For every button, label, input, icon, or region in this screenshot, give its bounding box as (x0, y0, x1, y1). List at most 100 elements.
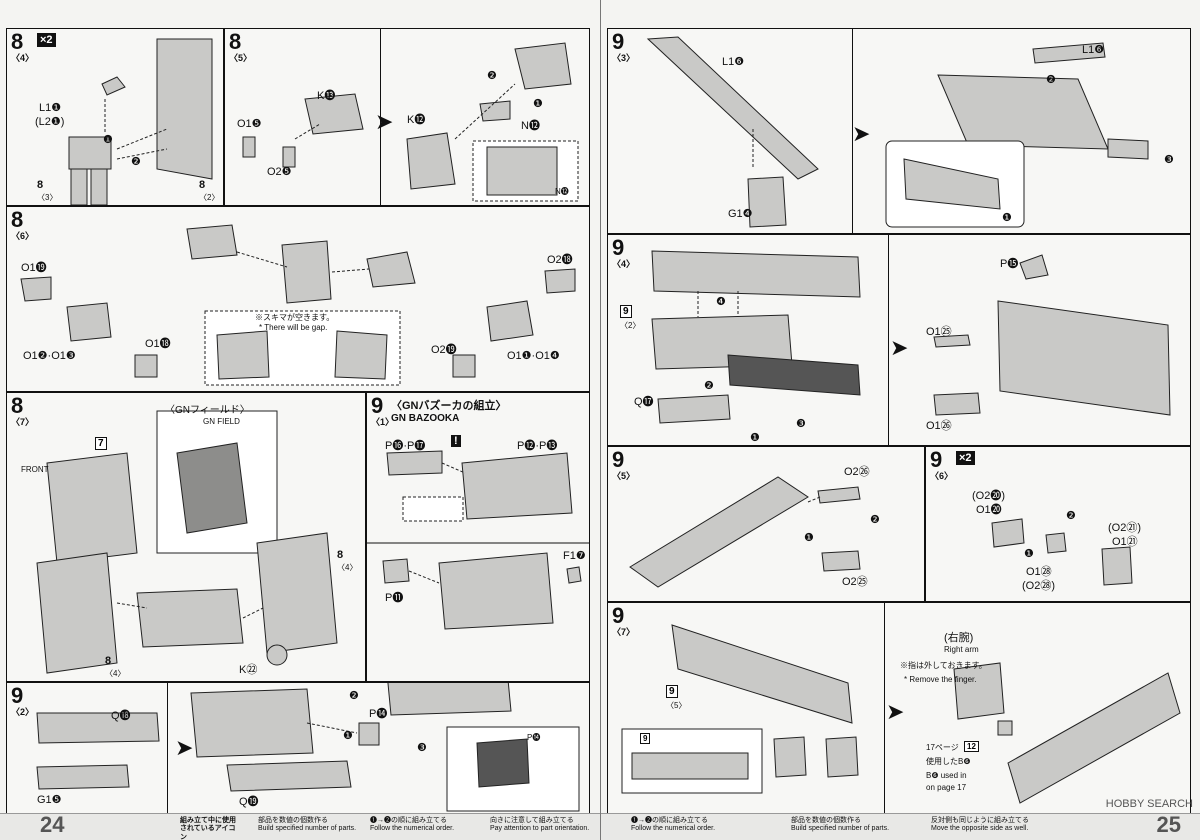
part-label: O1㉘ (1026, 566, 1052, 578)
step-ref-sub: 〈3〉 (37, 193, 58, 202)
section-title-en: GN BAZOOKA (391, 413, 460, 424)
part-label: F1❼ (563, 550, 586, 562)
step-ref: 8 (37, 179, 44, 191)
part-label: O1⓲ (145, 338, 171, 350)
used-part-page: on page 17 (926, 783, 967, 792)
step-9-2-panel: 9〈2〉 ➤ Q⓲ G1❺ Q⓳ P⓮ P⓮ ❶ ❷ ❸ (6, 682, 590, 814)
part-label: L1❻ (1082, 44, 1105, 56)
quantity-x2-badge: ×2 (956, 451, 975, 465)
part-label: P⓯ (1000, 258, 1019, 270)
step-8-7-panel: 8〈7〉 〈GNフィールド〉 GN FIELD 7 FRONT 8 〈4〉 8 … (6, 392, 366, 682)
part-label: O1❷·O1❸ (23, 350, 76, 362)
order-number: ❷ (704, 380, 714, 392)
part-label: Q⓲ (111, 710, 131, 722)
part-label: L1❻ (722, 56, 745, 68)
step-8-7-illustration (36, 410, 338, 674)
part-label: (O2㉑) (1108, 522, 1141, 534)
part-label: (O2⓴) (972, 490, 1005, 502)
step-number: 9〈2〉 (11, 683, 35, 717)
part-label: P⓫ (385, 592, 404, 604)
step-ref: 7 (95, 437, 107, 450)
finger-note-en: * Remove the finger. (904, 675, 977, 684)
order-number: ❶ (1024, 548, 1034, 560)
step-number: 8〈7〉 (11, 393, 35, 427)
panel-divider (884, 603, 885, 813)
step-8-6-illustration (20, 224, 576, 386)
part-label: K⓭ (317, 90, 336, 102)
used-part-jp: 使用したB❻ (926, 757, 971, 766)
step-9-5-panel: 9〈5〉 O2㉖ O2㉕ ❶ ❷ (607, 446, 925, 602)
part-label: (L2❶) (35, 116, 65, 128)
step-ref: 9 (640, 733, 651, 744)
step-8-5-illustration (242, 42, 579, 202)
part-label: Q⓱ (634, 396, 654, 408)
step-ref-sub: 〈4〉 (105, 669, 126, 678)
step-9-6-illustration (991, 518, 1133, 586)
section-title-jp: 〈GNバズーカの組立〉 (391, 400, 507, 412)
part-label: (O2㉘) (1022, 580, 1055, 592)
step-ref: 9 (666, 685, 678, 698)
step-number: 8〈6〉 (11, 207, 35, 241)
quantity-x2-badge: ×2 (37, 33, 56, 47)
step-number: 9〈7〉 (612, 603, 636, 637)
part-label: O1㉖ (926, 420, 952, 432)
part-label: N⓬ (521, 120, 540, 132)
manual-page-right: 9〈3〉 ➤ L1❻ G1❹ L1❻ ❶ ❷ ❸ 9〈4〉 (600, 0, 1200, 840)
order-number: ❶ (103, 134, 113, 146)
step-8-4-illustration (68, 38, 213, 205)
next-step-arrow: ➤ (852, 121, 871, 146)
gn-field-title-en: GN FIELD (203, 417, 240, 426)
part-label: O1⓳ (21, 262, 47, 274)
page-reference-jp: 17ページ (926, 743, 959, 752)
page-number: 24 (40, 812, 65, 837)
step-ref: 9 (620, 305, 632, 318)
step-9-5-illustration (629, 476, 861, 588)
part-label: K⓬ (407, 114, 426, 126)
part-label: O1❶·O1❹ (507, 350, 560, 362)
step-9-6-panel: 9〈6〉 ×2 (O2⓴) O1⓴ (O2㉑) O1㉑ O1㉘ (O2㉘) ❶ … (925, 446, 1191, 602)
step-ref: 8 (105, 655, 112, 667)
part-label: P⓰·P⓱ (385, 440, 426, 452)
step-9-7-illustration (621, 624, 1181, 804)
part-label: O1㉑ (1112, 536, 1138, 548)
part-label: P⓮ (527, 733, 541, 742)
step-ref-sub: 〈2〉 (199, 193, 220, 202)
step-9-3-panel: 9〈3〉 ➤ L1❻ G1❹ L1❻ ❶ ❷ ❸ (607, 28, 1191, 234)
order-number: ❸ (1164, 154, 1174, 166)
panel-divider (167, 683, 168, 813)
part-label: O1㉕ (926, 326, 952, 338)
step-9-3-illustration (646, 36, 1149, 228)
step-ref: 12 (964, 741, 979, 752)
step-ref: 8 (337, 549, 344, 561)
step-number: 9〈1〉 (371, 393, 395, 427)
part-label: O2⓲ (547, 254, 573, 266)
part-label: P⓮ (369, 708, 388, 720)
part-label: O2㉖ (844, 466, 870, 478)
step-9-4-illustration (651, 250, 1171, 424)
step-ref-sub: 〈4〉 (337, 563, 358, 572)
gn-field-title: 〈GNフィールド〉 (165, 405, 250, 416)
order-number: ❷ (131, 156, 141, 168)
order-number: ❸ (417, 742, 427, 754)
orientation-warning-icon: ! (451, 435, 461, 447)
order-number: ❸ (796, 418, 806, 430)
page-number: 25 (1156, 812, 1181, 837)
part-label: G1❺ (37, 794, 62, 806)
part-label: L1❶ (39, 102, 62, 114)
order-number: ❶ (1002, 212, 1012, 224)
part-label: O2⓳ (431, 344, 457, 356)
watermark: HOBBY SEARCH (1105, 798, 1193, 810)
finger-note-jp: ※指は外しておきます。 (900, 661, 987, 670)
right-arm-label-jp: (右腕) (944, 632, 974, 644)
order-number: ❶ (750, 432, 760, 444)
part-label: N⓬ (555, 187, 569, 196)
step-8-4-panel: 8〈4〉 ×2 L1❶ (L2❶) ❶ ❷ 8 〈3〉 8 〈2〉 (6, 28, 224, 206)
step-9-4-panel: 9〈4〉 ➤ 9 〈2〉 Q⓱ P⓯ O1㉕ O1㉖ ❶ ❷ ❸ ❹ (607, 234, 1191, 446)
legend-title: 組み立て中に使用されているアイコン (180, 817, 236, 840)
step-9-7-panel: 9〈7〉 ➤ 9 〈5〉 9 (右腕) Right arm ※指は外しておきます… (607, 602, 1191, 814)
step-8-5-panel: 8〈5〉 ➤ K⓭ O1❺ O2❺ K⓬ N⓬ N⓬ ❶ ❷ (224, 28, 590, 206)
